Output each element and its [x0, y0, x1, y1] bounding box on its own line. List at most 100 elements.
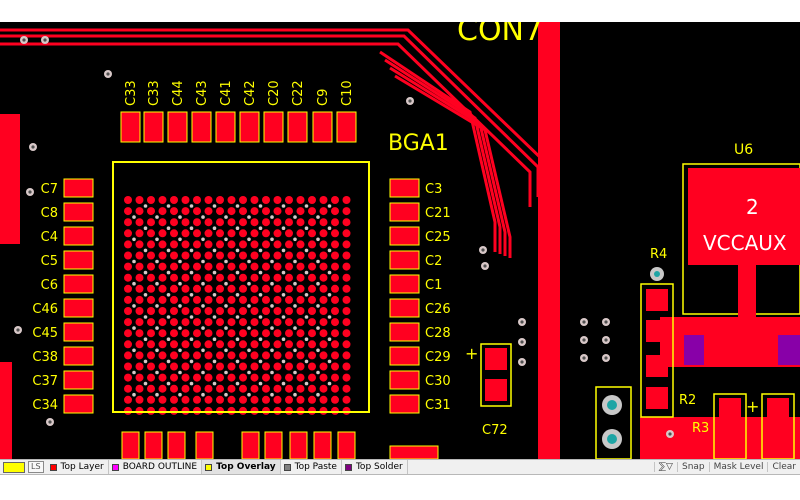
bga-ball — [135, 351, 144, 360]
bga-ball — [296, 207, 305, 216]
bga-ball — [273, 273, 282, 282]
clear-button[interactable]: Clear — [767, 462, 800, 472]
bga-ball — [181, 273, 190, 282]
left-capacitor-pad — [63, 202, 94, 222]
bga-ball — [204, 351, 213, 360]
layer-tab[interactable]: Top Solder — [342, 460, 408, 474]
bga-ball — [273, 262, 282, 271]
via — [143, 337, 148, 342]
bga-ball — [308, 307, 316, 315]
bga-ball — [285, 373, 293, 382]
bga-ball — [158, 362, 167, 371]
pcb-editor-canvas[interactable]: CON7 BGA1 U6 R4 R2 R3 C72 2 VCCAUX + + C… — [0, 22, 800, 459]
bga-ball — [308, 318, 316, 327]
bga-ball — [170, 196, 178, 204]
left-capacitor-column — [63, 178, 94, 414]
via — [316, 348, 320, 353]
bga-ball — [262, 196, 270, 204]
capacitor-label: C43 — [195, 80, 210, 106]
bga-ball — [227, 273, 236, 282]
bga-ball — [250, 273, 259, 282]
capacitor-label: C42 — [243, 80, 258, 106]
bga-ball — [308, 384, 316, 393]
via — [166, 204, 171, 208]
via — [212, 337, 217, 342]
bga-ball — [239, 373, 247, 382]
c72-polarity-label: + — [465, 344, 478, 363]
filter-icon[interactable]: ⅀▽ — [653, 462, 677, 472]
bga-ball — [308, 196, 316, 204]
top-capacitor-pad — [143, 111, 164, 143]
bga-ball — [216, 318, 224, 327]
via — [143, 359, 148, 364]
bga-ball — [170, 362, 178, 371]
bga-ball — [308, 406, 316, 415]
layer-tab[interactable]: BOARD OUTLINE — [109, 460, 203, 474]
bga-ball — [216, 229, 224, 238]
bga-ball — [135, 196, 144, 204]
bga-ball — [181, 307, 190, 315]
layer-tab[interactable]: Top Layer — [47, 460, 109, 474]
via — [247, 370, 251, 375]
bga-ball — [250, 384, 259, 393]
bga-ball — [170, 329, 178, 338]
bga-ball — [250, 395, 259, 404]
bga-ball — [193, 240, 201, 249]
via — [178, 326, 182, 330]
bga-ball — [124, 262, 132, 271]
bga-ball — [147, 251, 155, 260]
top-capacitor-pad — [287, 111, 308, 143]
via — [270, 370, 274, 375]
bga-ball — [262, 351, 270, 360]
bga-ball — [227, 395, 236, 404]
mask-level-button[interactable]: Mask Level — [708, 462, 768, 472]
bga-ball — [342, 196, 351, 204]
layer-tab[interactable]: Top Overlay — [202, 460, 281, 474]
bga-ball — [273, 218, 282, 227]
current-layer-swatch[interactable] — [3, 461, 25, 473]
snap-button[interactable]: Snap — [676, 462, 709, 472]
via — [166, 337, 171, 342]
layer-tab[interactable]: Top Paste — [281, 460, 342, 474]
bga-ball — [273, 240, 282, 249]
bga-ball — [262, 207, 270, 216]
bga-ball — [216, 273, 224, 282]
via — [247, 392, 251, 397]
bga-ball — [296, 196, 305, 204]
capacitor-label: C5 — [41, 254, 58, 269]
via — [189, 226, 194, 230]
layer-set-button[interactable]: LS — [28, 461, 44, 473]
bga-ball — [273, 406, 282, 415]
capacitor-label: C45 — [32, 326, 58, 341]
bga-ball — [308, 284, 316, 293]
via — [166, 315, 171, 319]
bga-ball — [227, 351, 236, 360]
bga-ball — [227, 229, 236, 238]
bga-ball — [158, 218, 167, 227]
bga-ball — [250, 329, 259, 338]
via — [270, 326, 274, 330]
bga-ball — [250, 406, 259, 415]
bga-ball — [216, 384, 224, 393]
bga-ball — [193, 273, 201, 282]
bga-ball — [124, 240, 132, 249]
copper-pour-left-bottom — [0, 362, 12, 459]
bga-ball — [135, 284, 144, 293]
pcb-board-view[interactable]: CON7 BGA1 U6 R4 R2 R3 C72 2 VCCAUX + + C… — [0, 22, 800, 459]
via — [143, 226, 148, 230]
bga-ball — [331, 284, 339, 293]
layer-tab-label: Top Overlay — [216, 462, 276, 472]
via — [235, 248, 240, 253]
bga-ball — [319, 273, 328, 282]
bga-ball — [250, 207, 259, 216]
via — [304, 337, 309, 342]
bga-ball — [204, 240, 213, 249]
bga-ball — [135, 395, 144, 404]
via — [281, 315, 286, 319]
bga-ball — [193, 340, 201, 349]
via — [224, 370, 228, 375]
bga-ball — [193, 351, 201, 360]
bga-ball — [342, 384, 351, 393]
via — [212, 315, 217, 319]
bga-ball — [273, 373, 282, 382]
